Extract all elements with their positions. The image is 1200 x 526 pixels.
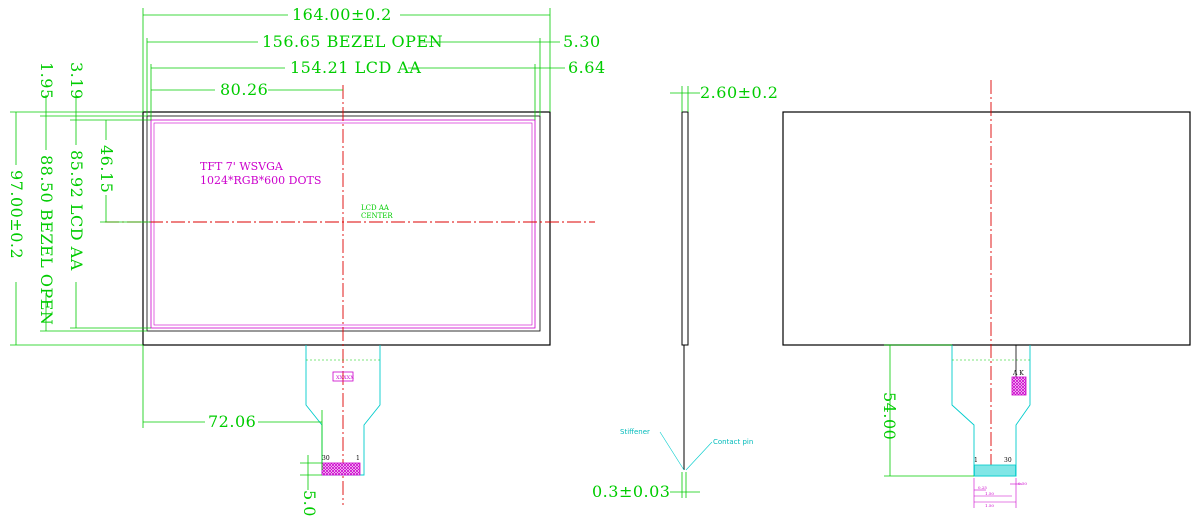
dim-lcd-aa-height: 85.92 LCD AA [67, 150, 86, 271]
pitch-dim-2: 0.50 [1018, 481, 1027, 486]
panel-outline [142, 111, 551, 346]
front-pin-right: 1 [356, 455, 360, 462]
front-pin-left: 30 [322, 455, 330, 462]
dim-right-offset-aa: 6.64 [568, 58, 606, 77]
stiffener-leader [659, 431, 685, 471]
dim-bezel-open-width: 156.65 BEZEL OPEN [262, 32, 443, 51]
back-pin-left: 1 [974, 457, 978, 464]
fpc-label: XXXXX [336, 375, 354, 381]
fpc-label-box [332, 371, 354, 382]
dim-center-x: 80.26 [220, 80, 268, 99]
back-panel-outline [782, 111, 1191, 346]
bottom-dim-lines [142, 345, 323, 490]
lcd-active-area-inner [153, 122, 533, 326]
center-label-line2: CENTER [361, 212, 393, 220]
contact-leader [685, 441, 713, 471]
dim-fpc-length: 54.00 [880, 392, 899, 440]
back-contact-pins [973, 464, 1017, 477]
dim-panel-thickness: 2.60±0.2 [700, 83, 778, 102]
dim-center-y: 46.15 [97, 145, 116, 193]
back-view: A K 1 30 54.00 0.25 0.50 1.50 1.50 [782, 80, 1191, 508]
top-dim-lines [142, 8, 565, 120]
pitch-dim-1: 0.25 [978, 485, 987, 490]
dim-left-offset-aa: 1.95 [37, 62, 56, 100]
bezel-open [146, 115, 541, 332]
pitch-dim-4: 1.50 [985, 503, 994, 508]
pitch-dim-3: 1.50 [985, 491, 994, 496]
back-led-pads [1011, 376, 1027, 396]
pitch-dim-lines [973, 478, 1022, 508]
dim-fpc-pitch: 5.0 [300, 490, 319, 517]
side-view: 2.60±0.2 0.3±0.03 Stiffener Contact pin [592, 83, 778, 501]
dim-fpc-offset: 72.06 [208, 412, 256, 431]
left-dim-lines [10, 95, 151, 346]
back-dim-lines [884, 344, 974, 477]
contact-label: Contact pin [713, 438, 753, 446]
panel-label-line2: 1024*RGB*600 DOTS [200, 174, 321, 187]
front-fpc-pads [321, 462, 361, 476]
center-label-line1: LCD AA [361, 204, 390, 212]
stiffener-label: Stiffener [620, 428, 650, 436]
dim-top-offset-aa: 3.19 [67, 62, 86, 100]
back-pin-right: 30 [1004, 457, 1012, 464]
led-label: A K [1012, 370, 1024, 377]
dim-total-height: 97.00±0.2 [7, 170, 26, 259]
dim-right-offset-bezel: 5.30 [563, 32, 601, 51]
side-panel [681, 111, 689, 346]
dim-total-width: 164.00±0.2 [292, 5, 392, 24]
dim-bezel-open-height: 88.50 BEZEL OPEN [37, 155, 56, 325]
dim-fpc-thickness: 0.3±0.03 [592, 482, 670, 501]
side-dim-lines [670, 86, 700, 498]
panel-label-line1: TFT 7' WSVGA [200, 160, 284, 173]
dim-lcd-aa-width: 154.21 LCD AA [290, 58, 421, 77]
front-view: TFT 7' WSVGA 1024*RGB*600 DOTS LCD AA CE… [7, 5, 606, 517]
